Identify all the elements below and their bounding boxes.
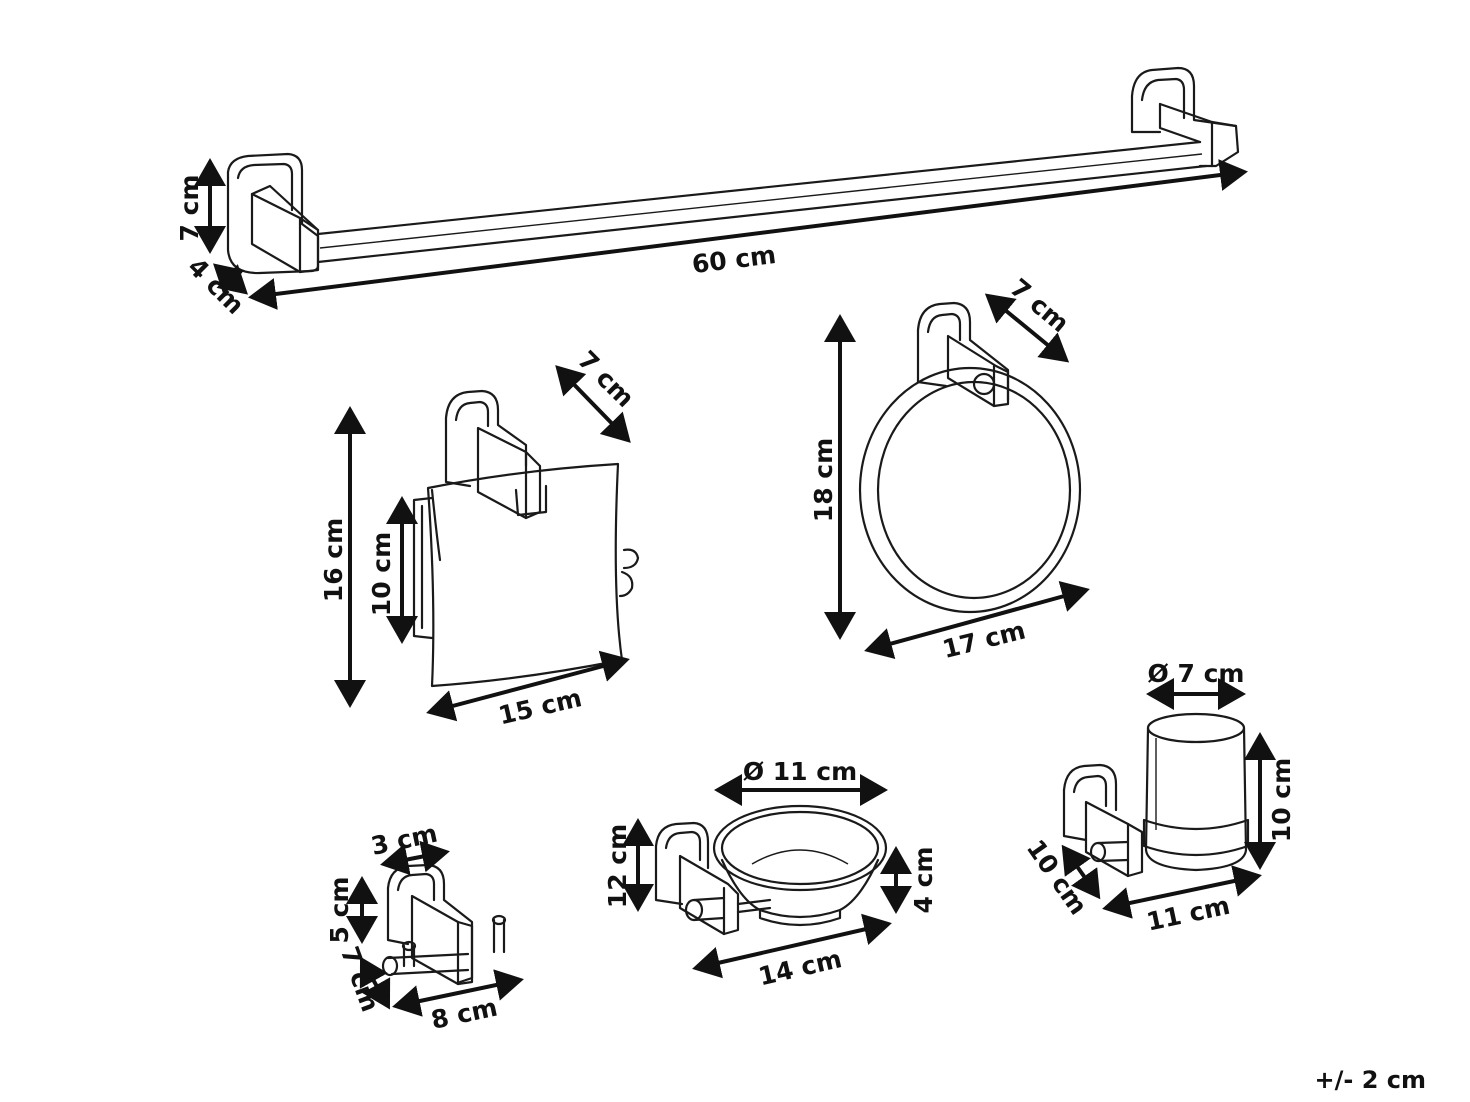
towel-ring-height-label: 18 cm [809, 438, 838, 522]
soap-dish-diameter-label: Ø 11 cm [743, 757, 857, 786]
tp-holder-height-label: 16 cm [319, 518, 348, 602]
towel-ring-drawing [858, 301, 1082, 614]
tumbler-depth-arrow [1061, 844, 1101, 900]
hook-length-arrow [392, 969, 524, 1017]
towel-bar-height-label: 7 cm [175, 175, 204, 242]
tp-holder-cover-height-label: 10 cm [367, 532, 396, 616]
tp-holder-width-arrow [426, 650, 630, 722]
tumbler-holder-drawing [1062, 712, 1250, 878]
soap-dish-width-arrow [692, 913, 892, 979]
hook-depth-label: 7 cm [335, 943, 385, 1016]
towel-ring-width-arrow [864, 580, 1090, 660]
hook-height-label: 5 cm [325, 877, 354, 944]
tolerance-note: +/- 2 cm [1315, 1066, 1426, 1094]
tumbler-width-arrow [1102, 865, 1262, 919]
soap-dish-drawing [654, 804, 888, 936]
tumbler-diameter-label: Ø 7 cm [1148, 659, 1245, 688]
towel-ring-dimensions: 7 cm 18 cm 17 cm [809, 273, 1090, 664]
soap-dish-dimensions: Ø 11 cm 12 cm 4 cm 14 cm [603, 757, 938, 991]
towel-ring-depth-label: 7 cm [1004, 273, 1074, 338]
double-hook-dimensions: 3 cm 5 cm 7 cm 8 cm [325, 819, 524, 1035]
hook-depth-arrow [359, 956, 391, 1010]
toilet-paper-holder-drawing [412, 389, 640, 688]
soap-dish-height-label: 12 cm [603, 824, 632, 908]
tp-holder-depth-arrow [555, 365, 631, 443]
tumbler-height-label: 10 cm [1267, 758, 1296, 842]
towel-bar-dimensions: 7 cm 4 cm 60 cm [175, 158, 1248, 320]
tp-holder-depth-label: 7 cm [572, 345, 640, 413]
soap-dish-dish-height-label: 4 cm [909, 847, 938, 914]
towel-bar-length-label: 60 cm [690, 240, 777, 279]
towel-bar-depth-arrow [213, 263, 248, 295]
towel-bar-drawing [226, 66, 1240, 275]
tumbler-holder-dimensions: Ø 7 cm 10 cm 10 cm 11 cm [1021, 659, 1296, 937]
double-hook-drawing [381, 863, 507, 986]
towel-ring-width-label: 17 cm [940, 615, 1029, 664]
towel-ring-depth-arrow [984, 293, 1070, 363]
hook-width-arrow [380, 840, 450, 876]
towel-bar-length-arrow [248, 159, 1248, 310]
